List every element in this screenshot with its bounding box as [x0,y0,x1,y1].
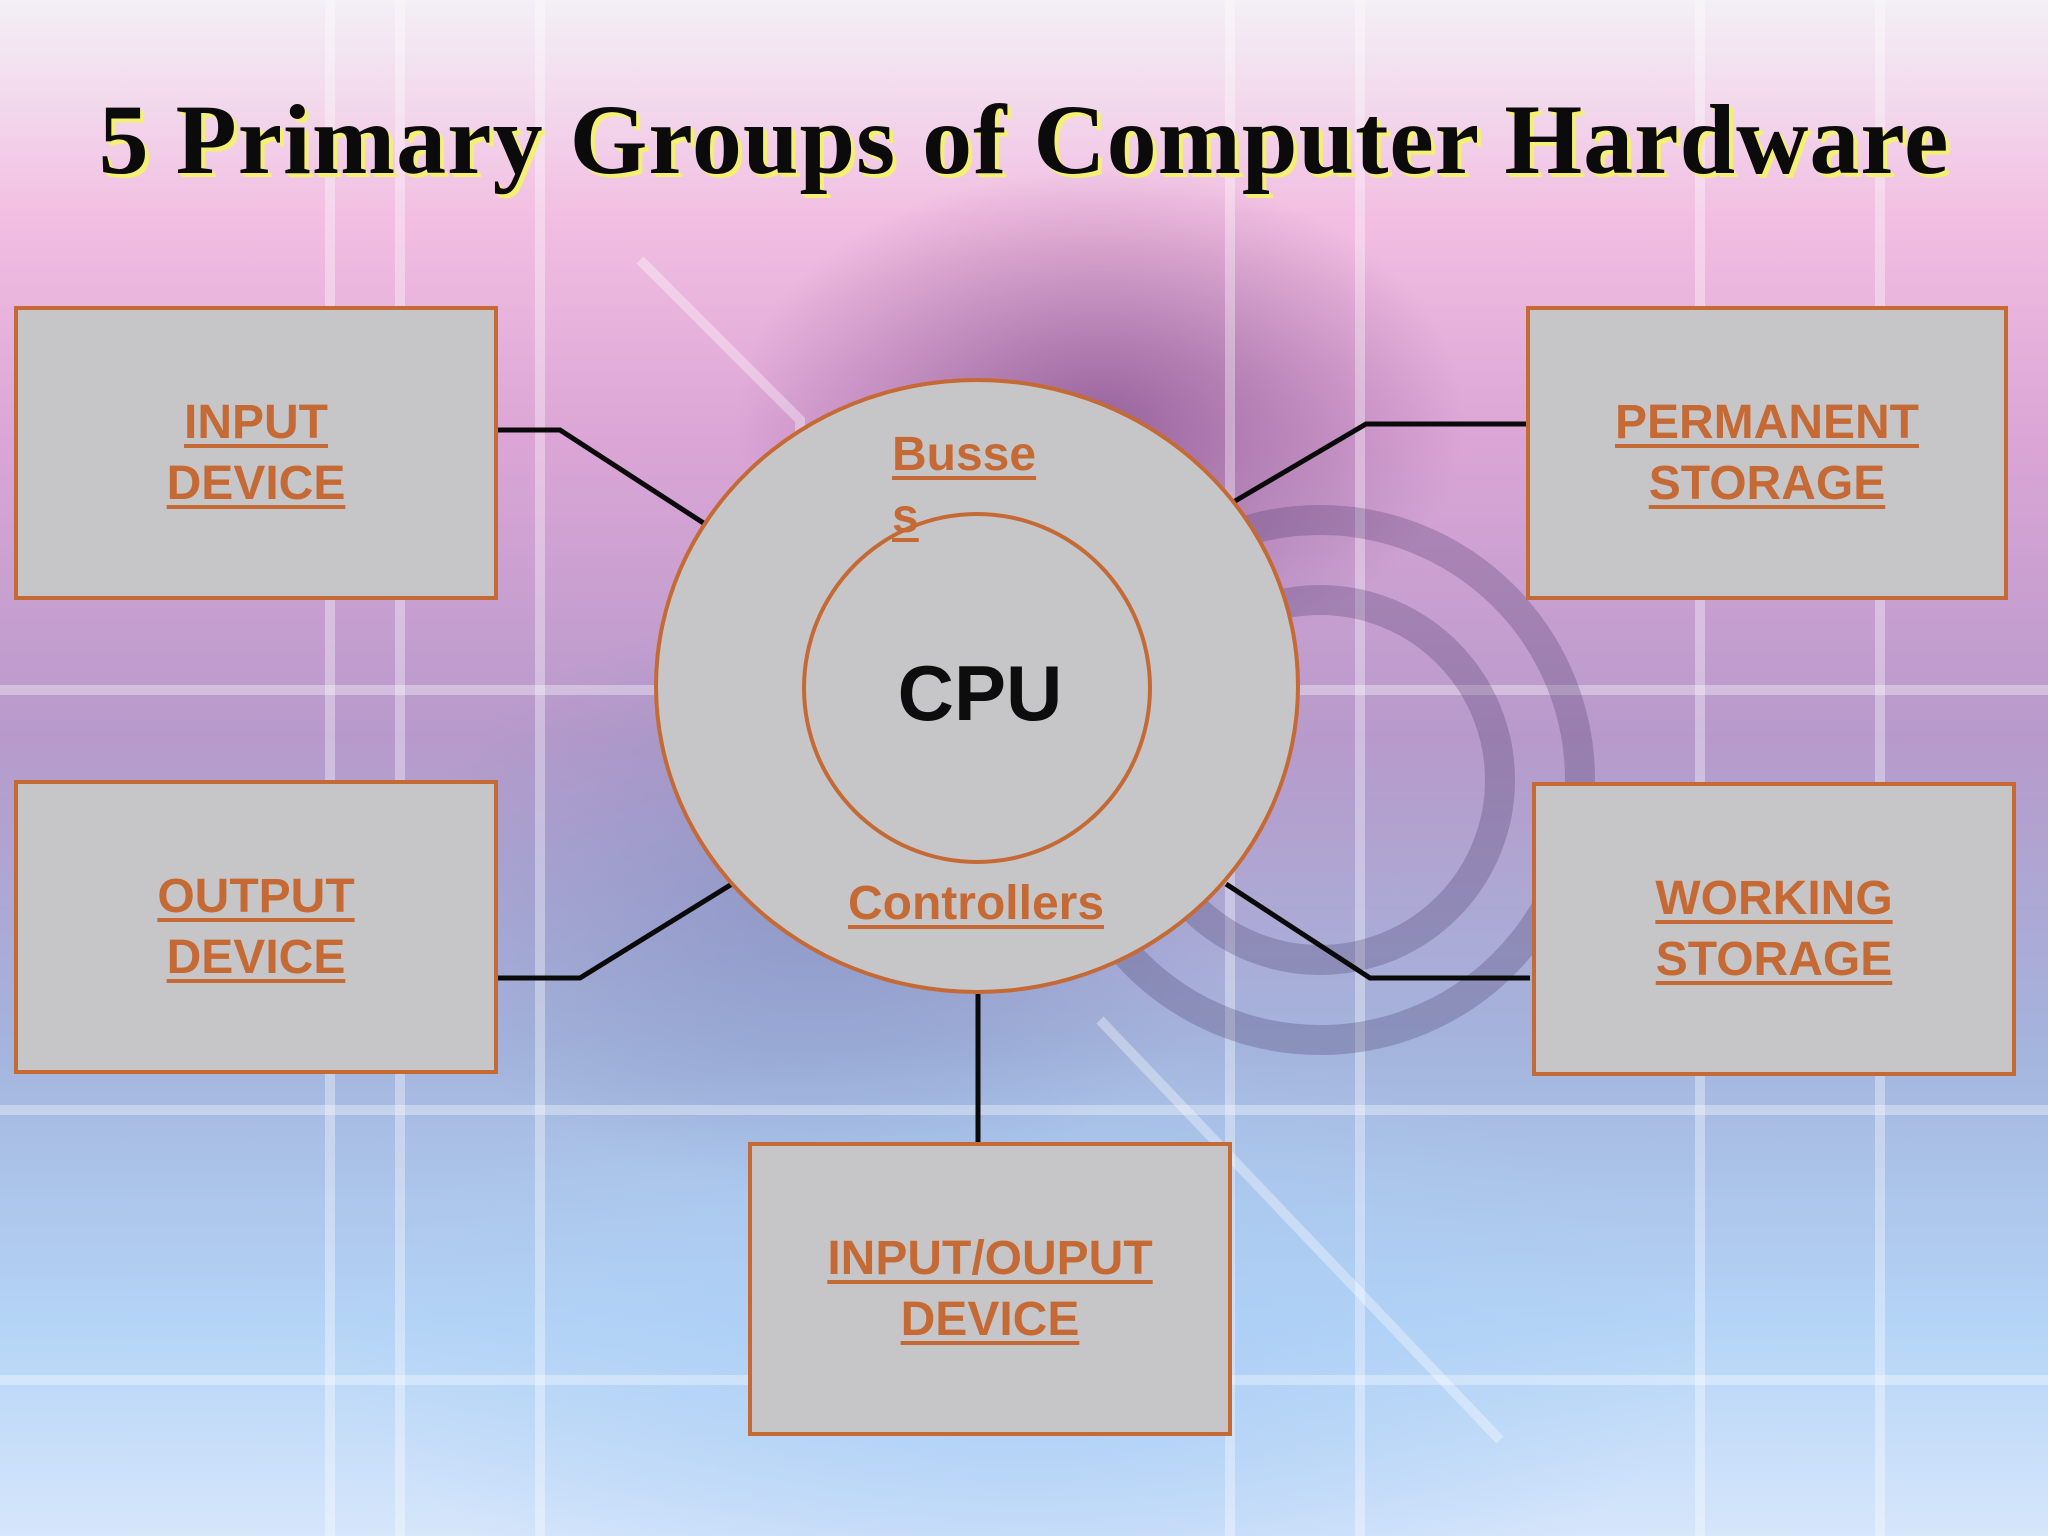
connector-input-device [496,427,707,527]
input-device-box: INPUT DEVICE [14,306,498,600]
working-storage-box: WORKING STORAGE [1532,782,2016,1076]
input-output-device-label: INPUT/OUPUT DEVICE [827,1232,1153,1346]
input-output-device-box: INPUT/OUPUT DEVICE [748,1142,1232,1436]
cpu-circle [802,512,1152,864]
permanent-storage-label: PERMANENT STORAGE [1614,396,1919,510]
connector-output-device [496,881,734,981]
slide-title: 5 Primary Groups of Computer Hardware [98,84,1950,195]
input-device-label: INPUT DEVICE [166,396,346,510]
controllers-label: Controllers [847,877,1105,930]
working-storage-label: WORKING STORAGE [1655,872,1893,986]
connector-permanent-storage [1228,421,1526,507]
permanent-storage-box: PERMANENT STORAGE [1526,306,2008,600]
busses-label: Busses [892,428,1037,543]
cpu-label: CPU [897,649,1063,737]
output-device-label: OUTPUT DEVICE [157,870,355,984]
output-device-box: OUTPUT DEVICE [14,780,498,1074]
connector-working-storage [1224,881,1530,981]
